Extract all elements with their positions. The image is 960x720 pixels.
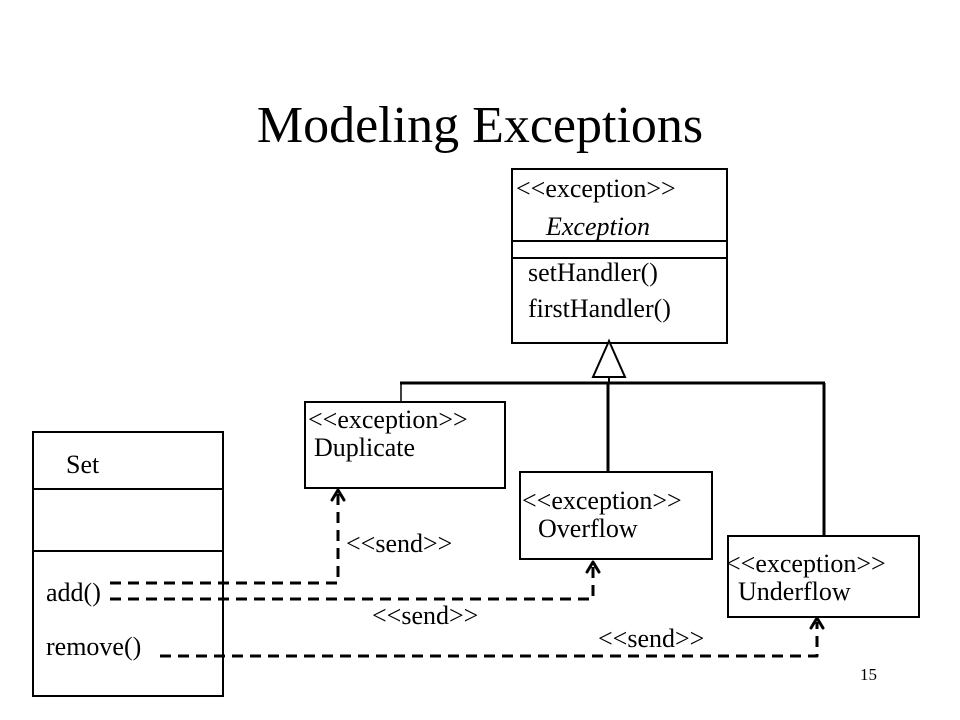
- send-arrow-duplicate: [110, 494, 340, 585]
- set-method-remove: remove(): [46, 632, 142, 661]
- send-label-duplicate: <<send>>: [346, 529, 453, 558]
- slide-title: Modeling Exceptions: [256, 97, 704, 154]
- exception-method-firsthandler: firstHandler(): [528, 294, 671, 323]
- duplicate-class-name: Duplicate: [314, 433, 416, 462]
- exception-class-name: Exception: [546, 212, 650, 241]
- send-label-underflow: <<send>>: [598, 624, 705, 653]
- send-arrowhead-overflow: [585, 560, 601, 574]
- inheritance-lines: [400, 377, 826, 536]
- set-class-name: Set: [66, 450, 100, 479]
- send-arrow-overflow: [110, 565, 595, 601]
- underflow-stereotype: <<exception>>: [726, 549, 886, 578]
- overflow-class-box: [519, 471, 713, 560]
- set-method-add: add(): [46, 578, 101, 607]
- underflow-class-box: [727, 535, 920, 618]
- send-arrowhead-duplicate: [330, 488, 346, 502]
- page-number: 15: [860, 665, 877, 684]
- set-class-outline: [32, 431, 224, 697]
- send-arrow-underflow: [160, 622, 819, 658]
- set-class-box: [32, 431, 224, 697]
- send-label-overflow: <<send>>: [372, 601, 479, 630]
- overflow-class-name: Overflow: [538, 514, 638, 543]
- exception-class-box: [511, 168, 728, 344]
- exception-method-sethandler: setHandler(): [528, 258, 658, 287]
- overflow-stereotype: <<exception>>: [522, 486, 682, 515]
- generalization-triangle: [591, 338, 627, 378]
- exception-class-outline: [511, 168, 728, 344]
- underflow-class-name: Underflow: [738, 577, 851, 606]
- exception-stereotype: <<exception>>: [516, 174, 676, 203]
- duplicate-stereotype: <<exception>>: [308, 405, 468, 434]
- duplicate-class-box: [304, 401, 506, 489]
- send-arrowhead-underflow: [809, 616, 825, 630]
